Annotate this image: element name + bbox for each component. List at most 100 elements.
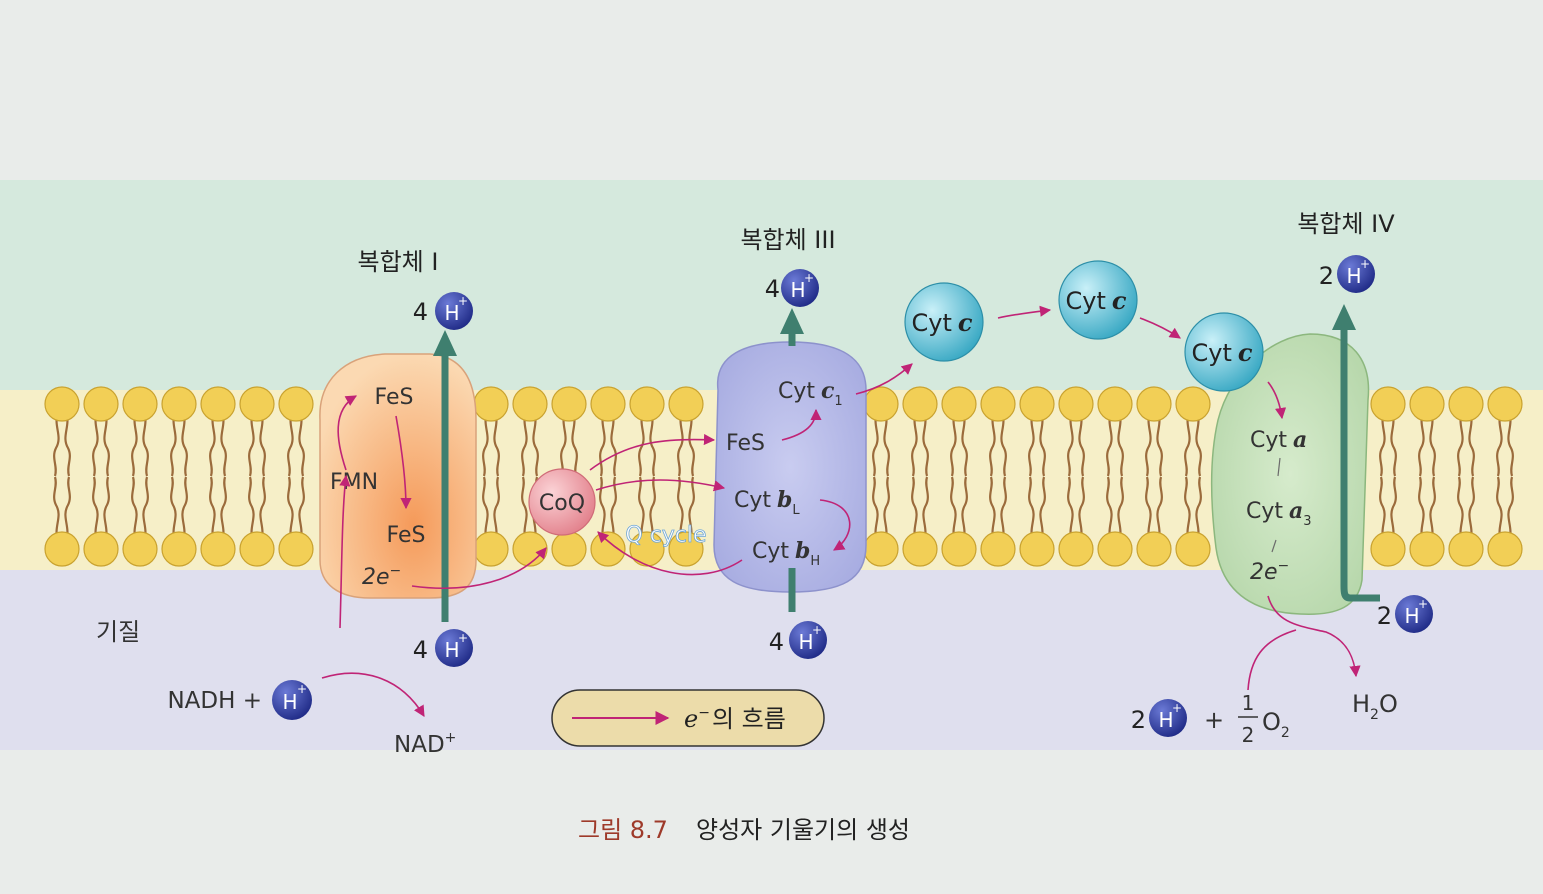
proton-ball-c1-top: H+ bbox=[435, 292, 473, 330]
complex-4-body bbox=[1211, 333, 1370, 615]
nad-label: NAD+ bbox=[394, 730, 456, 758]
lipid-head bbox=[590, 531, 626, 567]
count-c1-bottom: 4 bbox=[413, 636, 428, 664]
svg-text:+: + bbox=[812, 623, 822, 637]
count-c4-bottom: 2 bbox=[1377, 602, 1392, 630]
complex-1: 복합체 I FeS FMN FeS 2e− bbox=[319, 248, 477, 599]
fes-label-bottom: FeS bbox=[387, 523, 426, 548]
e-arrow-cytc-cyta bbox=[1267, 381, 1287, 420]
lipid-head bbox=[1448, 386, 1484, 422]
lipid-head bbox=[1487, 386, 1523, 422]
e-arrow-nadh-fmn bbox=[339, 474, 351, 629]
e-arrow-fmn-fes bbox=[337, 395, 357, 471]
cyt-c-sphere-3 bbox=[1184, 312, 1264, 392]
lipid-head bbox=[980, 386, 1016, 422]
fes-label-c3: FeS bbox=[726, 431, 765, 456]
proton-arrowhead-c1 bbox=[433, 330, 457, 356]
legend-box bbox=[551, 689, 825, 747]
cyt-c-sphere-1 bbox=[904, 282, 984, 362]
lipid-head bbox=[200, 531, 236, 567]
proton-labels: 4 H+ 4 H+ 4 H+ 4 H+ 2 H+ 2 H+ bbox=[413, 255, 1433, 667]
e-arrow-cytbl-cytbh bbox=[819, 499, 851, 551]
lipid-head bbox=[239, 531, 275, 567]
proton-ball-c3-bottom: H+ bbox=[789, 621, 827, 659]
count-water-protons: 2 bbox=[1131, 706, 1146, 734]
e-arrow-coq-fes bbox=[589, 433, 716, 471]
q-cycle-label: Q cycle bbox=[625, 523, 706, 548]
lipid-head bbox=[278, 386, 314, 422]
lipid-head bbox=[668, 386, 704, 422]
fraction-numerator: 1 bbox=[1242, 691, 1255, 715]
svg-text:H: H bbox=[444, 301, 459, 325]
lipid-head bbox=[1019, 531, 1055, 567]
lipid-head bbox=[1409, 386, 1445, 422]
lipid-head bbox=[239, 386, 275, 422]
e-arrow-c1-coq bbox=[411, 547, 547, 589]
lipid-head bbox=[1136, 531, 1172, 567]
lipid-head bbox=[512, 386, 548, 422]
two-electron-label-c1: 2e− bbox=[362, 563, 401, 590]
proton-ball-c1-bottom: H+ bbox=[435, 629, 473, 667]
count-c1-top: 4 bbox=[413, 298, 428, 326]
e-arrow-to-water bbox=[1267, 595, 1361, 678]
lipid-head bbox=[1058, 531, 1094, 567]
lipid-head bbox=[863, 531, 899, 567]
coq-label: CoQ bbox=[539, 491, 585, 516]
oxygen-label: O2 bbox=[1262, 708, 1290, 741]
fraction-denominator: 2 bbox=[1242, 723, 1255, 747]
lipid-head bbox=[863, 386, 899, 422]
e-arrow-cytc-cytc-1 bbox=[997, 305, 1052, 319]
e-arrow-oxygen-in bbox=[1247, 629, 1297, 691]
e-arrow-cytc-cytc-2 bbox=[1139, 317, 1181, 339]
lipid-head bbox=[590, 386, 626, 422]
lipid-bilayer bbox=[44, 386, 1523, 567]
proton-ball-c3-top: H+ bbox=[781, 269, 819, 307]
lipid-head bbox=[941, 386, 977, 422]
svg-text:H: H bbox=[444, 638, 459, 662]
svg-text:H: H bbox=[1404, 604, 1419, 628]
svg-text:H: H bbox=[1158, 708, 1173, 732]
svg-text:+: + bbox=[1418, 597, 1428, 611]
svg-text:+: + bbox=[1360, 257, 1370, 271]
two-electron-label-c4: 2e− bbox=[1250, 558, 1289, 585]
lipid-head bbox=[83, 531, 119, 567]
lipid-head bbox=[1409, 531, 1445, 567]
lipid-head bbox=[941, 531, 977, 567]
lipid-head bbox=[1175, 531, 1211, 567]
fmn-label: FMN bbox=[330, 470, 378, 495]
svg-text:H: H bbox=[1346, 264, 1361, 288]
electron-flow-arrows bbox=[321, 305, 1361, 717]
lipid-head bbox=[44, 386, 80, 422]
caption-label: 그림 8.7 bbox=[578, 816, 668, 844]
lipid-head bbox=[161, 531, 197, 567]
e-arrow-fes-fes bbox=[395, 415, 412, 510]
proton-pump-arrows bbox=[433, 304, 1380, 622]
cyt-c-sphere-2 bbox=[1058, 260, 1138, 340]
coq-sphere bbox=[528, 468, 596, 536]
lipid-head bbox=[473, 386, 509, 422]
svg-text:H: H bbox=[798, 630, 813, 654]
svg-text:+: + bbox=[458, 294, 468, 308]
lipid-head bbox=[1370, 531, 1406, 567]
lipid-head bbox=[629, 386, 665, 422]
lipid-head bbox=[1175, 386, 1211, 422]
lipid-head bbox=[1448, 531, 1484, 567]
proton-ball-nadh: H+ bbox=[272, 680, 312, 720]
lipid-head bbox=[668, 531, 704, 567]
lipid-head bbox=[551, 386, 587, 422]
complex-3-body bbox=[713, 341, 867, 593]
lipid-head bbox=[1097, 386, 1133, 422]
caption-title: 양성자 기울기의 생성 bbox=[696, 816, 910, 844]
lipid-head bbox=[1136, 386, 1172, 422]
svg-text:H: H bbox=[790, 278, 805, 302]
lipid-head bbox=[551, 531, 587, 567]
lipid-head bbox=[1019, 386, 1055, 422]
proton-arrow-c4 bbox=[1340, 326, 1380, 602]
